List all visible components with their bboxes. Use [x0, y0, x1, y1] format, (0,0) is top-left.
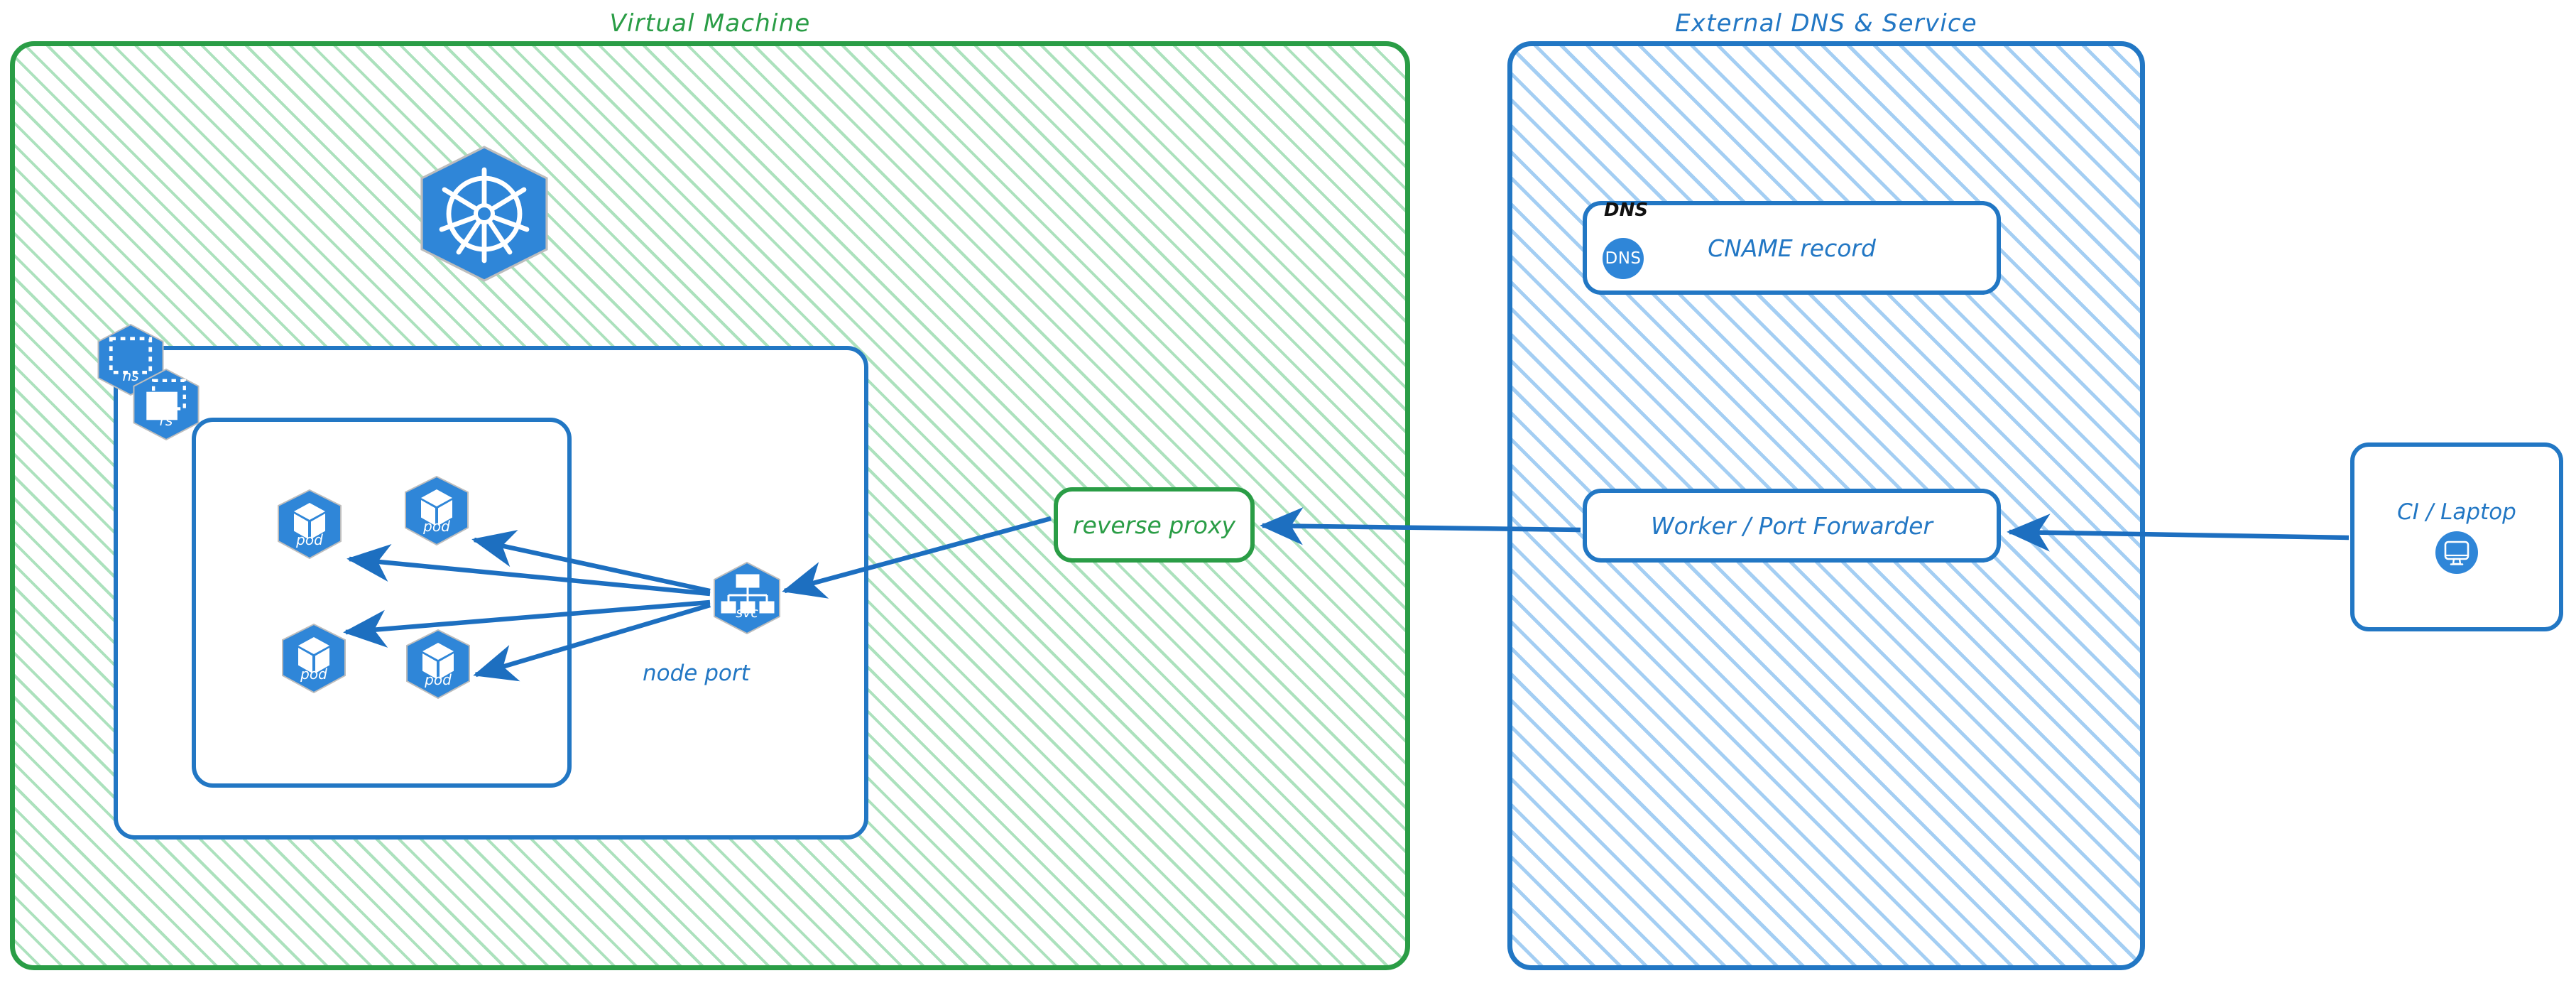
pod-icon-3: pod [277, 623, 351, 694]
reverse-proxy-box[interactable]: reverse proxy [1054, 487, 1255, 563]
dns-badge-icon: DNS [1603, 238, 1644, 279]
worker-port-forwarder-box[interactable]: Worker / Port Forwarder [1583, 489, 2001, 563]
dns-record-label: CNAME record [1708, 234, 1876, 262]
replicaset-container [192, 418, 572, 788]
replicaset-badge: rs [128, 368, 204, 441]
reverse-proxy-label: reverse proxy [1072, 511, 1236, 539]
ci-laptop-label: CI / Laptop [2397, 499, 2516, 525]
pod-icon-4: pod [401, 629, 475, 700]
worker-port-forwarder-label: Worker / Port Forwarder [1651, 511, 1933, 540]
node-port-caption: node port [643, 661, 750, 686]
service-icon: svc [709, 561, 785, 635]
kubernetes-logo-icon [420, 146, 548, 282]
zone-external-dns-service-title: External DNS & Service [1675, 9, 1977, 38]
zone-virtual-machine-title: Virtual Machine [609, 9, 811, 38]
dns-record-box[interactable]: DNS DNS CNAME record [1583, 200, 2001, 295]
dns-record-tag: DNS [1604, 200, 1649, 221]
pod-icon-2: pod [400, 475, 474, 546]
pod-icon-1: pod [273, 489, 346, 560]
desktop-monitor-icon [2435, 531, 2478, 574]
ci-laptop-box[interactable]: CI / Laptop [2350, 442, 2563, 631]
